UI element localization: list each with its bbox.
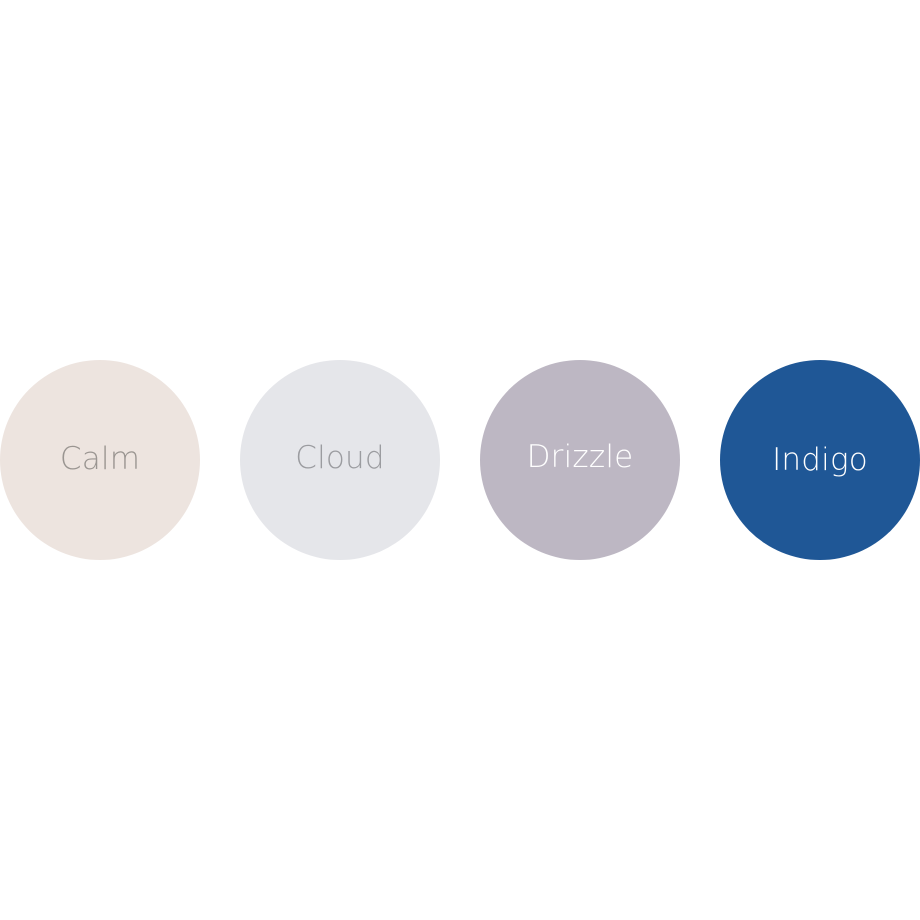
swatch-label-indigo: Indigo: [772, 441, 868, 478]
swatch-label-calm: Calm: [59, 440, 141, 477]
swatch-cloud: Cloud: [240, 360, 440, 560]
swatch-label-cloud: Cloud: [295, 439, 385, 476]
swatch-label-drizzle: Drizzle: [526, 438, 634, 475]
swatch-indigo: Indigo: [720, 360, 920, 560]
swatch-drizzle: Drizzle: [480, 360, 680, 560]
swatch-calm: Calm: [0, 360, 200, 560]
